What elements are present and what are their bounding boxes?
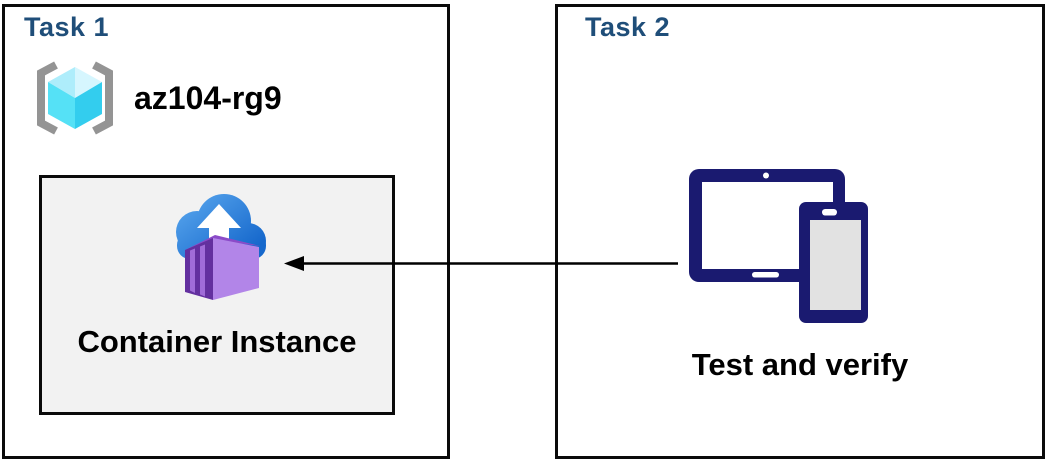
task1-title: Task 1 <box>24 12 110 42</box>
container-instance-card: Container Instance <box>39 175 395 415</box>
resource-group-name: az104-rg9 <box>134 79 282 116</box>
task2-box: Task 2 Test and verify <box>555 4 1045 459</box>
task2-title: Task 2 <box>585 12 671 42</box>
resource-group-icon <box>37 61 113 135</box>
container-instance-label: Container Instance <box>77 324 357 359</box>
resource-group: az104-rg9 <box>28 59 282 137</box>
task1-box: Task 1 az104-rg9 <box>2 4 450 459</box>
tablet-and-phone-icon <box>689 169 868 323</box>
container-instances-icon <box>176 194 266 300</box>
test-and-verify-label: Test and verify <box>691 347 909 382</box>
